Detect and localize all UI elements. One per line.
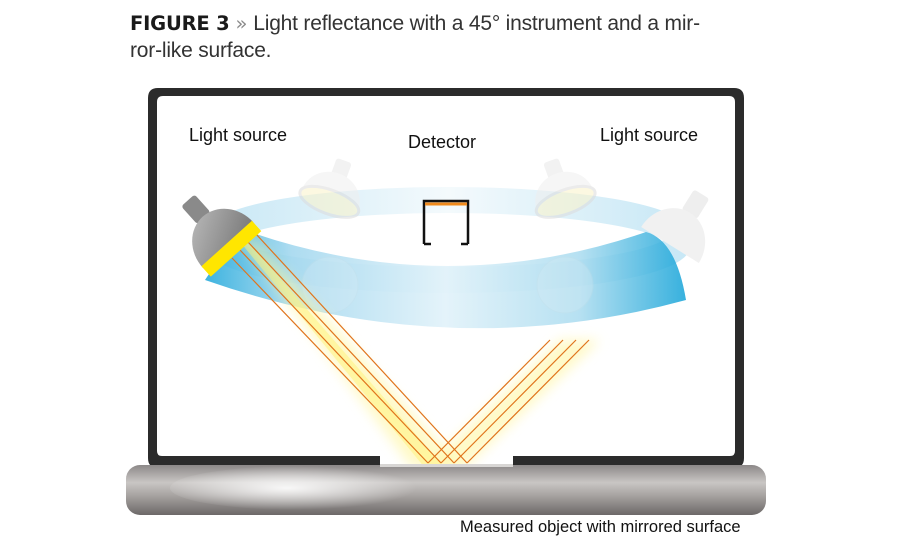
figure-caption: FIGURE 3 » Light reflectance with a 45° … (130, 10, 770, 64)
illumination-ring-front (205, 232, 686, 329)
label-light-source-left: Light source (189, 125, 288, 145)
figure-label: FIGURE 3 (130, 12, 230, 35)
label-detector: Detector (408, 132, 477, 152)
light-ray-icon (231, 233, 590, 464)
caption-separator: » (235, 12, 248, 35)
label-measured-object: Measured object with mirrored surface (460, 518, 741, 536)
caption-line-2: ror-like surface. (130, 39, 272, 62)
caption-line-1: Light reflectance with a 45° instrument … (253, 12, 700, 35)
lamp-ghost-icon (298, 158, 597, 219)
mirrored-surface-icon (126, 464, 766, 515)
lamp-right-icon (641, 190, 709, 264)
detector-icon (422, 199, 470, 246)
label-light-source-right: Light source (600, 125, 699, 145)
lamp-active-icon (182, 195, 262, 277)
